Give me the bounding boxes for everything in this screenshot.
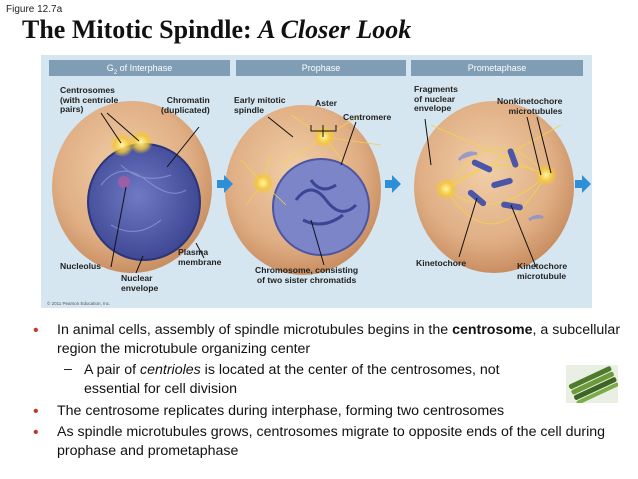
microtubule-thumbnail-image [566, 365, 618, 403]
prometaphase-cell [414, 101, 574, 273]
label-early-spindle: Early mitotic spindle [234, 95, 286, 115]
label-nuclear-envelope: Nuclear envelope [121, 273, 159, 293]
figure-label: Figure 12.7a [6, 4, 63, 15]
bullet3-text: As spindle microtubules grows, centrosom… [57, 424, 606, 459]
bullet-dot: • [33, 322, 39, 339]
label-chromosome: Chromosome, consisting of two sister chr… [255, 265, 359, 285]
copyright-note: © 2011 Pearson Education, Inc. [47, 301, 111, 306]
title-main: The Mitotic Spindle: [22, 15, 252, 44]
sub1-pre: A pair of [84, 362, 140, 378]
slide-title: The Mitotic Spindle: A Closer Look [22, 15, 411, 45]
label-nonkinetochore: Nonkinetochore microtubules [497, 96, 563, 116]
interphase-cell [52, 101, 212, 273]
sub1-post: is located at the center of the centroso… [84, 362, 500, 397]
bullet1-pre: In animal cells, assembly of spindle mic… [57, 322, 453, 338]
label-plasma-membrane: Plasma membrane [178, 247, 222, 267]
label-aster: Aster [315, 98, 337, 108]
sub1-italic: centrioles [140, 362, 201, 378]
label-fragments: Fragments of nuclear envelope [414, 84, 458, 114]
sub-dash: – [64, 361, 72, 377]
bullet1-bold: centrosome [452, 322, 533, 338]
bullet1-post: , a subcellular region the microtubule o… [57, 322, 621, 357]
bullet-replicates: • The centrosome replicates during inter… [33, 402, 633, 421]
mitotic-spindle-figure: G2 of Interphase Prophase Prometaphase C… [41, 55, 592, 308]
label-centrosomes: Centrosomes (with centriole pairs) [60, 85, 119, 115]
stage-g: G [106, 63, 114, 73]
label-nucleolus: Nucleolus [60, 261, 102, 271]
bullet-dot: • [33, 403, 39, 420]
stage-bar-interphase: G2 of Interphase [49, 60, 230, 76]
figure-illustration [52, 101, 591, 275]
bullet2-text: The centrosome replicates during interph… [57, 403, 505, 419]
stage-arrows [217, 175, 591, 193]
stage-interphase-rest: of Interphase [117, 63, 173, 73]
label-kinetochore-mt: Kinetochore microtubule [517, 261, 568, 281]
sub-bullet-centrioles: – A pair of centrioles is located at the… [33, 361, 554, 399]
label-chromatin: Chromatin (duplicated) [161, 95, 210, 115]
title-italic: A Closer Look [258, 15, 412, 44]
bullet-centrosome: • In animal cells, assembly of spindle m… [33, 321, 633, 359]
bullet-migrate: • As spindle microtubules grows, centros… [33, 423, 637, 461]
bullet-list: • In animal cells, assembly of spindle m… [33, 321, 633, 461]
bullet-dot: • [33, 424, 39, 441]
leader-lines [100, 112, 552, 274]
prophase-cell [225, 105, 382, 275]
stage-bar-prophase: Prophase [236, 60, 406, 76]
label-centromere: Centromere [343, 112, 392, 122]
stage-bar-prometaphase: Prometaphase [411, 60, 583, 76]
stage-g-sub: 2 [113, 69, 118, 76]
label-kinetochore: Kinetochore [416, 258, 467, 268]
